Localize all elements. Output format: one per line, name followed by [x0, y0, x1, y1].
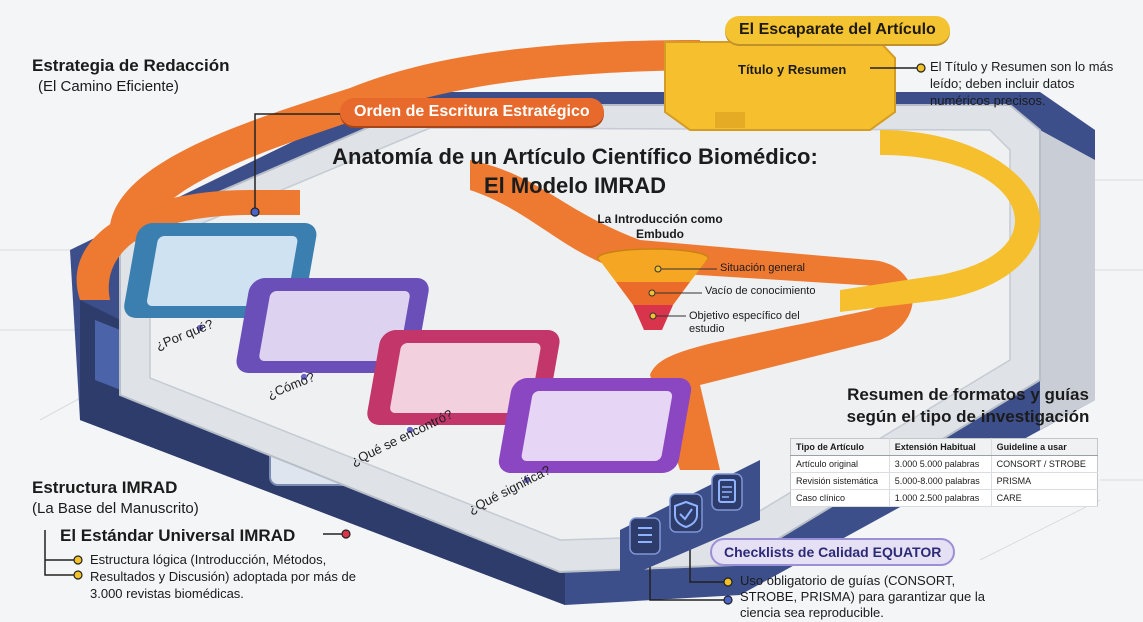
showcase-slot: [715, 112, 745, 128]
document-icon: [711, 473, 743, 511]
table-header: Guideline a usar: [990, 438, 1098, 456]
equator-checklists-description: Uso obligatorio de guías (CONSORT, STROB…: [740, 573, 985, 620]
imrad-description: Estructura lógica (Introducción, Métodos…: [90, 552, 356, 601]
imrad-standard-label: El Estándar Universal IMRAD: [60, 526, 296, 545]
table-cell: Revisión sistemática: [790, 472, 890, 490]
section-room-discussion: [498, 378, 692, 473]
table-cell: 3.000 5.000 palabras: [888, 455, 992, 473]
table-cell: Artículo original: [790, 455, 890, 473]
table-cell: 1.000 2.500 palabras: [888, 489, 992, 507]
page-title: Anatomía de un Artículo Científico Biomé…: [332, 144, 818, 198]
question-markers: [195, 323, 532, 485]
table-header-row: Tipo de Artículo Extensión Habitual Guid…: [790, 438, 1098, 456]
formats-table: Tipo de Artículo Extensión Habitual Guid…: [790, 438, 1098, 507]
orange-path: [110, 40, 700, 245]
callout-dots-pink: [341, 529, 351, 539]
callout-dots: [73, 63, 926, 587]
inner-deck: [149, 127, 1011, 541]
orange-left-loop: [76, 190, 301, 300]
funnel-level-objective: Objetivo específico del estudio: [689, 310, 800, 335]
title-abstract-description: El Título y Resumen son lo más leído; de…: [930, 59, 1114, 108]
funnel-level-gap: Vacío de conocimiento: [705, 285, 816, 297]
title-abstract-label: Título y Resumen: [738, 62, 847, 77]
imrad-heading: Estructura IMRAD: [32, 478, 178, 497]
callout-dots-blue: [250, 207, 733, 605]
table-row: Artículo original 3.000 5.000 palabras C…: [790, 455, 1098, 473]
table-header: Extensión Habitual: [888, 438, 992, 456]
equator-checklists-label: Checklists de Calidad EQUATOR: [710, 538, 956, 566]
funnel-connectors: [652, 268, 717, 317]
funnel-level-general: Situación general: [720, 262, 806, 274]
chassis-right-side: [1040, 130, 1095, 430]
checklist-tiles: [620, 460, 760, 580]
strategy-subheading: (El Camino Eficiente): [38, 78, 179, 95]
summary-title: Resumen de formatos y guías según el tip…: [846, 385, 1090, 426]
table-cell: CONSORT / STROBE: [990, 455, 1098, 473]
table-row: Revisión sistemática 5.000-8.000 palabra…: [790, 472, 1098, 490]
strategy-heading: Estrategia de Redacción: [32, 56, 230, 75]
funnel-title: La Introducción como Embudo: [597, 212, 723, 241]
shield-check-icon: [669, 493, 703, 533]
table-cell: PRISMA: [990, 472, 1098, 490]
showcase-label: El Escaparate del Artículo: [725, 16, 950, 44]
table-cell: CARE: [990, 489, 1098, 507]
table-cell: Caso clínico: [790, 489, 890, 507]
writing-order-label: Orden de Escritura Estratégico: [340, 98, 604, 126]
orange-path-loop: [470, 160, 913, 470]
yellow-path: [840, 130, 1040, 312]
imrad-subheading: (La Base del Manuscrito): [32, 500, 199, 517]
showcase-block: [664, 41, 896, 131]
funnel-dots: [648, 265, 662, 320]
table-cell: 5.000-8.000 palabras: [888, 472, 992, 490]
table-row: Caso clínico 1.000 2.500 palabras CARE: [790, 489, 1098, 507]
list-icon: [629, 517, 661, 555]
table-header: Tipo de Artículo: [790, 438, 890, 456]
